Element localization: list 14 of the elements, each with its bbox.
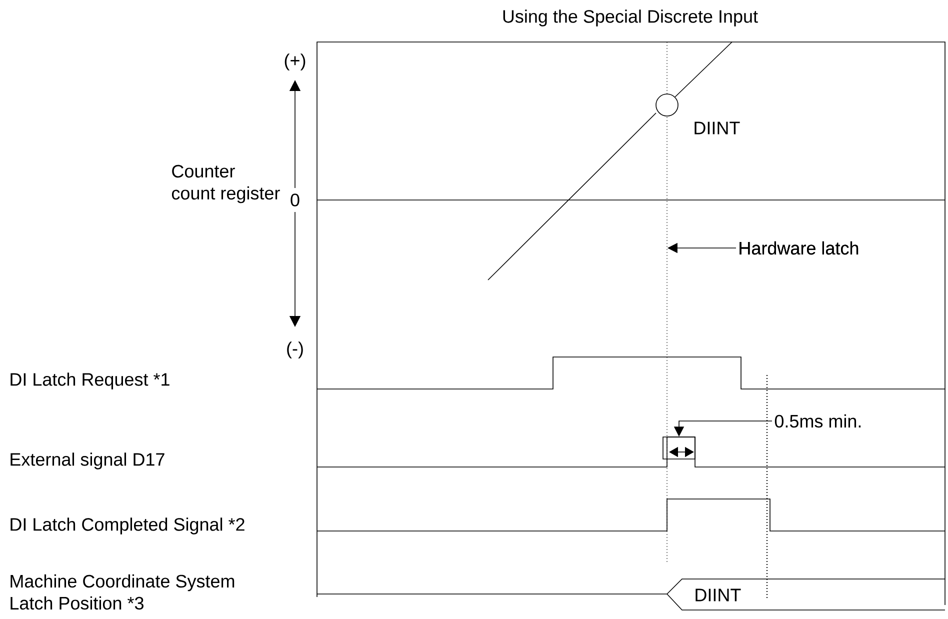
signal-name: External signal D17 — [10, 452, 164, 470]
axis-label: 0 — [290, 194, 300, 206]
annotation-text: Hardware latch — [740, 241, 858, 255]
title: Using the Special Discrete Input — [503, 10, 758, 26]
point-label: DIINT — [694, 122, 740, 134]
sign-label: (+) — [284, 54, 306, 70]
signal-name: DI Latch Request *1 — [10, 372, 170, 390]
sign-label: (-) — [287, 342, 303, 358]
annotation-text: 0.5ms min. — [774, 414, 861, 428]
signal-name: DI Latch Completed Signal *2 — [10, 518, 244, 534]
axis-label: Counter count register — [172, 164, 280, 204]
pulse-width-box — [662, 436, 696, 460]
signal-name: Machine Coordinate System Latch Position *3 — [10, 574, 234, 610]
bus-value: DIINT — [696, 588, 741, 602]
